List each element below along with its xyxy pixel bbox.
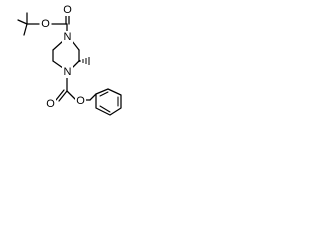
atom-carbonyl-oxygen-bottom: O bbox=[46, 98, 55, 110]
phenyl-double-bond-bottom bbox=[99, 105, 111, 113]
tbutyl-methyl-bond-lower bbox=[23, 23, 28, 36]
atom-ring-nitrogen-top: N bbox=[64, 31, 72, 43]
benzyl-ring-bond bbox=[89, 93, 97, 101]
carbonyl-ester-oxygen-bond bbox=[66, 90, 77, 101]
ring-bond-left-n-bottom bbox=[52, 60, 64, 69]
ring-bond-right-n-top bbox=[71, 40, 80, 51]
piperazine-ring bbox=[52, 40, 80, 69]
atom-ester-oxygen-bottom: O bbox=[76, 95, 85, 107]
cbz-carbamate bbox=[55, 77, 97, 102]
carbonyl-oxygen-bond-left-2 bbox=[55, 89, 65, 101]
ring-bond-n-bottom-right bbox=[71, 60, 80, 69]
atom-carbonyl-oxygen-top: O bbox=[63, 4, 72, 16]
atom-ring-nitrogen-bottom: N bbox=[64, 66, 72, 78]
structure-drawing: O O N N O O bbox=[17, 4, 122, 116]
ring-bond-n-top-left bbox=[52, 40, 64, 51]
boc-carbamate bbox=[51, 13, 70, 33]
phenyl-double-bond-top bbox=[99, 91, 109, 97]
tert-butyl-group bbox=[17, 12, 40, 36]
phenyl-ring-outline bbox=[95, 88, 122, 116]
atom-ester-oxygen-top: O bbox=[41, 18, 50, 30]
tbutyl-methyl-bond-upper-left bbox=[17, 19, 28, 25]
phenyl-ring bbox=[95, 88, 122, 116]
carbonyl-oxygen-bond-left-1 bbox=[58, 90, 68, 102]
methyl-hash-bond bbox=[79, 57, 90, 65]
atom-labels: O O N N O O bbox=[40, 4, 86, 110]
